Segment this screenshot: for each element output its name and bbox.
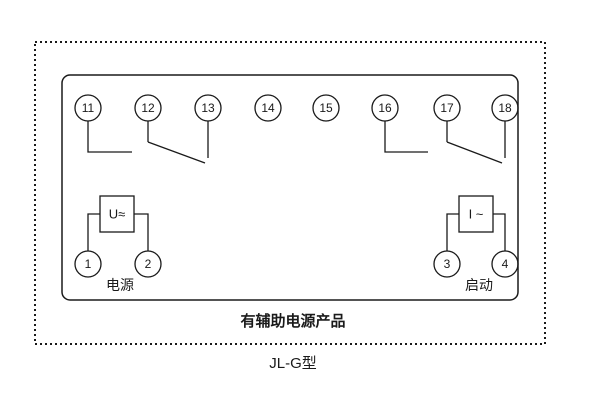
svg-text:2: 2 [145,257,152,271]
svg-text:16: 16 [378,101,392,115]
terminal-14: 14 [254,94,282,122]
power-section: U≈ 1 2 电源 [74,195,162,293]
svg-text:1: 1 [85,257,92,271]
terminal-12: 12 [134,94,162,122]
terminal-4: 4 [491,250,519,278]
svg-text:17: 17 [440,101,454,115]
start-section: I ~ 3 4 启动 [433,195,519,293]
terminal-2: 2 [134,250,162,278]
terminal-18: 18 [491,94,519,122]
svg-text:11: 11 [82,101,95,115]
right-contact-symbol [384,121,506,164]
model-title: JL-G型 [269,355,317,372]
terminal-15: 15 [312,94,340,122]
terminal-11: 11 [74,94,102,122]
terminal-1: 1 [74,250,102,278]
power-leads [87,213,149,251]
svg-text:4: 4 [502,257,509,271]
caption-aux-power: 有辅助电源产品 [240,312,345,330]
outer-dotted-border [34,41,546,345]
svg-text:14: 14 [261,101,275,115]
current-coil-label: I ~ [469,207,484,222]
relay-case-outline [61,74,519,301]
terminal-3: 3 [433,250,461,278]
svg-text:13: 13 [201,101,215,115]
voltage-coil-label: U≈ [109,207,126,222]
svg-text:12: 12 [141,101,155,115]
power-label: 电源 [106,277,134,293]
terminal-16: 16 [371,94,399,122]
svg-text:3: 3 [444,257,451,271]
svg-text:18: 18 [498,101,512,115]
start-leads [446,213,506,251]
top-terminal-row: 11 12 13 14 15 16 [74,94,519,122]
left-contact-symbol [87,121,209,164]
terminal-17: 17 [433,94,461,122]
svg-text:15: 15 [319,101,333,115]
terminal-13: 13 [194,94,222,122]
start-label: 启动 [465,277,493,293]
